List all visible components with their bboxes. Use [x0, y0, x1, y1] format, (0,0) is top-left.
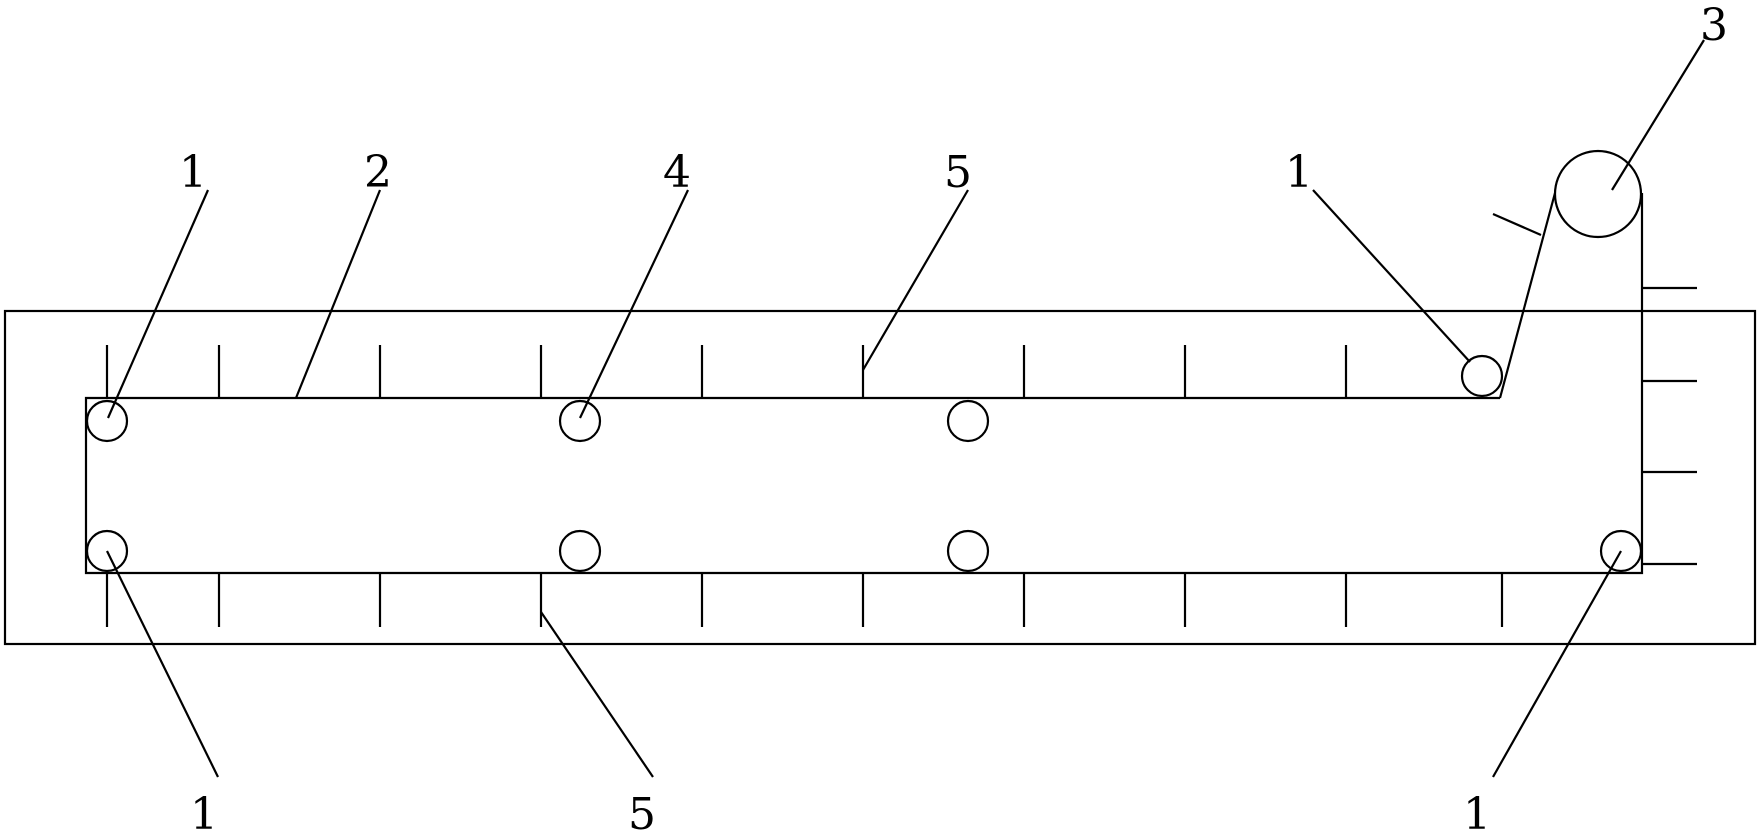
leader-line: [294, 189, 382, 399]
leader-line: [106, 189, 210, 419]
outer-frame: [3, 309, 1757, 646]
leader-line: [540, 611, 654, 778]
callout-roller-upper-middle: 4: [663, 147, 691, 198]
leader-line: [106, 550, 219, 778]
belt-rise-tick: [1492, 212, 1542, 237]
roller: [1460, 354, 1504, 398]
tick-marks-bottom: [105, 573, 1504, 627]
callout-upper-right-roller: 1: [1285, 147, 1313, 198]
tick-marks-top: [105, 345, 1348, 398]
roller: [946, 529, 990, 573]
leader-line: [862, 189, 969, 371]
callout-tick-marks-top: 5: [944, 147, 972, 198]
roller: [558, 529, 602, 573]
callout-drive-wheel: 3: [1700, 0, 1728, 51]
callout-lower-right-roller: 1: [1463, 789, 1491, 839]
leader-line: [1492, 550, 1622, 778]
belt-path: [84, 193, 1644, 575]
leader-lines: [106, 39, 1705, 778]
roller: [1599, 529, 1643, 573]
callout-labels: 1 2 3 4 5 1 1 5 1: [179, 0, 1728, 839]
roller: [558, 399, 602, 443]
leader-line: [1312, 189, 1471, 363]
leader-line: [1611, 39, 1705, 191]
belt-rise-segment: [1498, 192, 1557, 399]
tick-marks-right: [1642, 286, 1697, 566]
callout-upper-left-roller: 1: [179, 147, 207, 198]
roller: [946, 399, 990, 443]
roller: [85, 529, 129, 573]
callout-tick-marks-bottom: 5: [628, 789, 656, 839]
rollers: [85, 354, 1643, 573]
callout-lower-left-roller: 1: [190, 789, 218, 839]
callout-belt: 2: [364, 147, 392, 198]
drive-wheel: [1553, 149, 1643, 239]
leader-line: [579, 189, 689, 419]
roller: [85, 399, 129, 443]
